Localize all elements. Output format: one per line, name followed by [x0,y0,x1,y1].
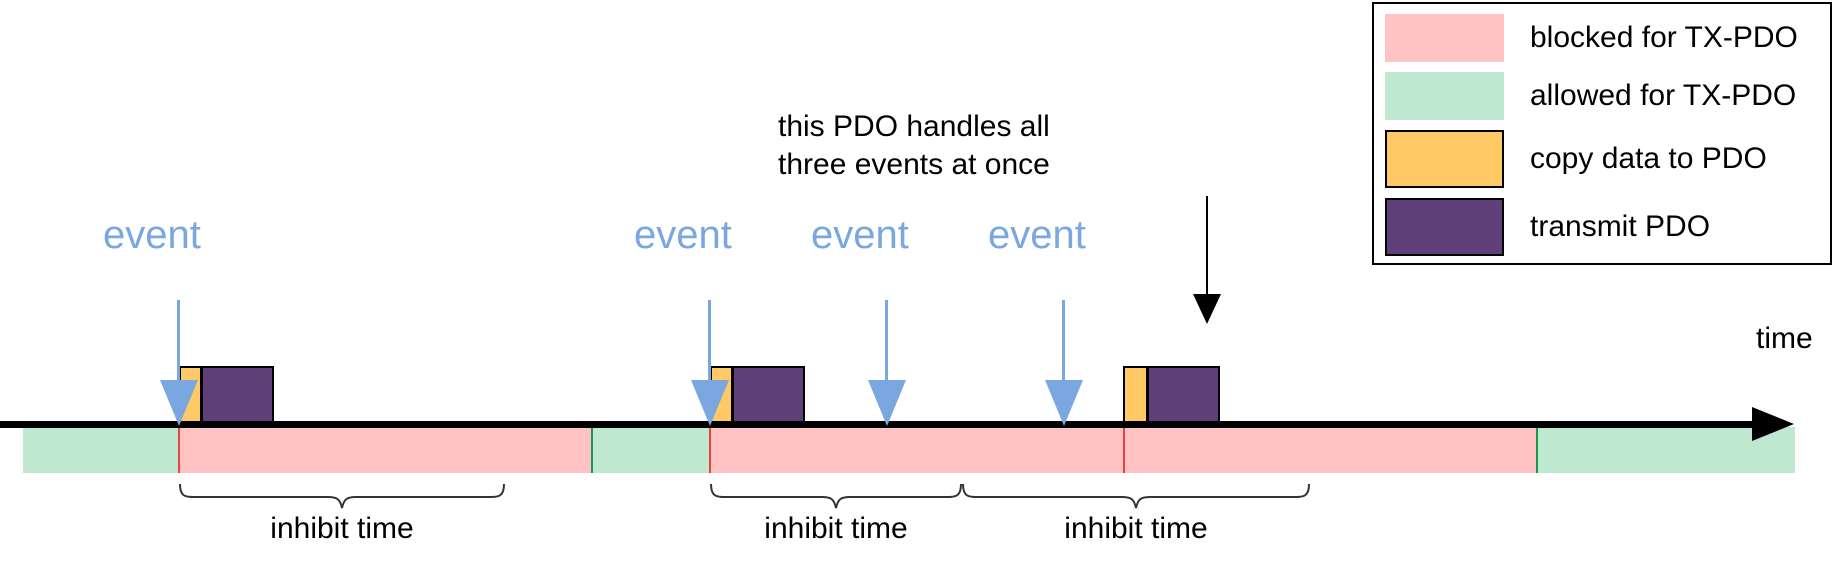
legend-swatch-allowed [1385,72,1504,120]
legend-label-transmit: transmit PDO [1530,210,1711,243]
inhibit-brace-3 [962,483,1310,509]
event-arrow-head-1 [160,380,198,426]
band-tick-3 [709,427,711,473]
time-axis-arrowhead [1752,407,1794,441]
event-arrow-stem-3 [885,300,888,386]
event-arrow-head-2 [691,380,729,426]
band-tick-5 [1536,427,1538,473]
legend-label-copy: copy data to PDO [1530,142,1767,175]
transmit-pdo-box-3 [1147,366,1220,427]
legend-item-transmit[interactable]: transmit PDO [1385,198,1710,256]
event-arrow-stem-1 [177,300,180,386]
legend-swatch-transmit [1385,198,1504,256]
transmit-pdo-box-2 [732,366,805,427]
inhibit-label-1: inhibit time [270,512,414,545]
band-segment-blocked-2 [710,427,1124,473]
legend-swatch-copy [1385,130,1504,188]
event-arrow-head-3 [868,380,906,426]
inhibit-brace-2 [710,483,962,509]
callout-arrow-head [1193,294,1221,324]
event-label-3: event [811,213,909,257]
event-arrow-head-4 [1045,380,1083,426]
event-label-4: event [988,213,1086,257]
inhibit-brace-1 [179,483,505,509]
legend-item-allowed[interactable]: allowed for TX-PDO [1385,72,1796,120]
band-segment-blocked-1 [179,427,592,473]
band-tick-1 [178,427,180,473]
band-segment-allowed-1 [23,427,179,473]
event-arrow-stem-2 [708,300,711,386]
legend-label-blocked: blocked for TX-PDO [1530,21,1798,54]
copy-data-box-3 [1123,366,1148,427]
event-label-2: event [634,213,732,257]
legend-item-copy[interactable]: copy data to PDO [1385,130,1767,188]
legend-box: blocked for TX-PDO allowed for TX-PDO co… [1372,2,1832,265]
inhibit-label-2: inhibit time [764,512,908,545]
event-arrow-stem-4 [1062,300,1065,386]
legend-item-blocked[interactable]: blocked for TX-PDO [1385,14,1798,62]
band-tick-4 [1123,427,1125,473]
inhibit-label-3: inhibit time [1064,512,1208,545]
transmit-pdo-box-1 [201,366,274,427]
band-segment-blocked-3 [1124,427,1537,473]
legend-label-allowed: allowed for TX-PDO [1530,79,1797,112]
callout-note-line1: this PDO handles all [778,110,1050,143]
callout-arrow-stem [1206,196,1208,300]
time-axis-label: time [1756,322,1813,355]
band-segment-allowed-2 [592,427,710,473]
band-tick-2 [591,427,593,473]
callout-note-line2: three events at once [778,148,1050,181]
event-label-1: event [103,213,201,257]
legend-swatch-blocked [1385,14,1504,62]
